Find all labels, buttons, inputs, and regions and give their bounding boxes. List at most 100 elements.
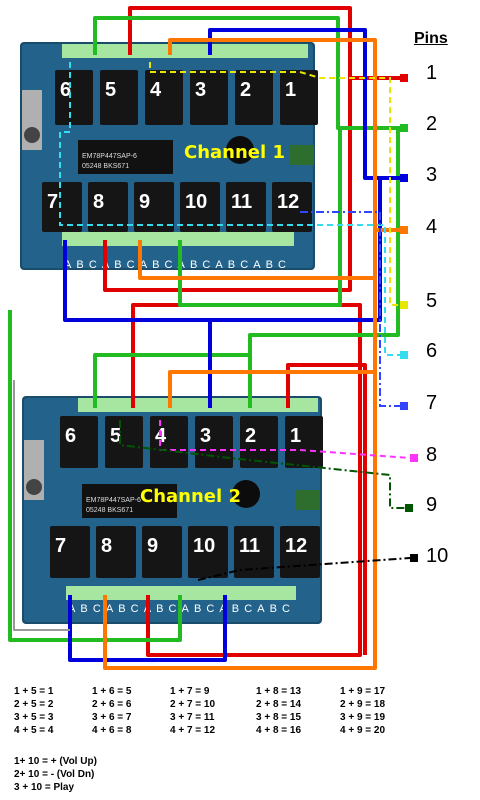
wire-green-b2 — [93, 353, 252, 408]
wire-red-b2b — [146, 303, 362, 657]
relay-number: 2 — [245, 425, 256, 447]
relay — [145, 70, 183, 125]
pin-10-marker — [410, 554, 418, 562]
pin-9-marker — [405, 504, 413, 512]
relay — [105, 416, 143, 468]
formula-cell: 4 + 6 = 8 — [92, 725, 132, 736]
relay-number: 1 — [290, 425, 301, 447]
chip-code-2: 05248 BKS671 — [86, 507, 133, 514]
legend-line: 1+ 10 = + (Vol Up) — [14, 756, 97, 767]
formula-cell: 4 + 8 = 16 — [256, 725, 302, 736]
pins-title: Pins — [414, 30, 448, 47]
pin-label-6: 6 — [426, 340, 438, 362]
pin-5-marker — [400, 301, 408, 309]
power-terminal-1 — [290, 145, 314, 165]
relay — [234, 526, 274, 578]
relay-number: 2 — [240, 79, 251, 101]
pin-7-marker — [400, 402, 408, 410]
relay-number: 4 — [150, 79, 162, 101]
relay-number: 5 — [105, 79, 116, 101]
buzzer-1 — [226, 136, 254, 164]
formula-cell: 3 + 5 = 3 — [14, 712, 54, 723]
pin-markers — [400, 74, 418, 562]
pin-label-5: 5 — [426, 290, 438, 312]
relay — [285, 416, 323, 468]
dashed-wires — [59, 62, 411, 581]
wire-black-dash — [197, 557, 411, 581]
wire-darkgreen-dash — [119, 420, 405, 509]
pin-4-marker — [400, 226, 408, 234]
relay — [142, 526, 182, 578]
relay-number: 11 — [231, 191, 252, 213]
relay — [195, 416, 233, 468]
power-terminal-2 — [296, 490, 320, 510]
wires — [8, 6, 400, 670]
relay — [55, 70, 93, 125]
wire-orange-b1 — [138, 240, 375, 280]
pin-1-marker — [400, 74, 408, 82]
relay — [50, 526, 90, 578]
relay — [150, 416, 188, 468]
chip-label-2: EM78P447SAP-6 — [86, 497, 141, 504]
relay-number: 1 — [285, 79, 296, 101]
buzzer-2 — [232, 480, 260, 508]
relay — [88, 182, 128, 232]
chip-label-1: EM78P447SAP-6 — [82, 153, 137, 160]
relay — [280, 70, 318, 125]
formula-cell: 1 + 6 = 5 — [92, 686, 132, 697]
formula-cell: 3 + 9 = 19 — [340, 712, 386, 723]
pin-label-9: 9 — [426, 494, 438, 516]
wire-orange-b2b — [103, 372, 377, 670]
relay — [180, 182, 220, 232]
formula-cell: 4 + 5 = 4 — [14, 725, 54, 736]
bottom-terminal-strip-1 — [62, 232, 294, 246]
formula-cell: 1 + 7 = 9 — [170, 686, 210, 697]
relay-number: 8 — [93, 191, 104, 213]
wire-red-b2c — [286, 363, 367, 655]
legend-line: 2+ 10 = - (Vol Dn) — [14, 769, 95, 780]
relay — [42, 182, 82, 232]
formula-cell: 4 + 7 = 12 — [170, 725, 216, 736]
formula-cell: 3 + 8 = 15 — [256, 712, 302, 723]
top-terminal-strip-2 — [78, 398, 318, 412]
formula-cell: 2 + 7 = 10 — [170, 699, 216, 710]
bottom-terminal-strip-2 — [66, 586, 296, 600]
relay — [60, 416, 98, 468]
relay-number: 7 — [47, 191, 58, 213]
relay — [100, 70, 138, 125]
pin-8-marker — [410, 454, 418, 462]
wire-yellow-dash — [149, 62, 400, 306]
relay-number: 5 — [110, 425, 121, 447]
wire-orange-top — [168, 38, 400, 232]
wire-blue-dash — [300, 211, 400, 407]
relay-number: 3 — [200, 425, 211, 447]
pin-label-3: 3 — [426, 164, 438, 186]
relay — [190, 70, 228, 125]
relay — [134, 182, 174, 232]
wire-cyan-dash — [59, 62, 400, 356]
relay-row-top-1: 6 5 4 3 2 1 — [55, 70, 318, 125]
formula-cell: 2 + 9 = 18 — [340, 699, 386, 710]
relay-number: 9 — [139, 191, 150, 213]
pin-label-1: 1 — [426, 62, 438, 84]
relay-number: 7 — [55, 535, 66, 557]
relay — [96, 526, 136, 578]
wire-green-outer — [8, 310, 182, 642]
formula-cell: 2 + 5 = 2 — [14, 699, 54, 710]
formula-cell: 1 + 8 = 13 — [256, 686, 302, 697]
formula-cell: 2 + 8 = 14 — [256, 699, 302, 710]
formula-cell: 2 + 6 = 6 — [92, 699, 132, 710]
formula-cell: 1 + 5 = 1 — [14, 686, 54, 697]
formula-cell: 3 + 6 = 7 — [92, 712, 132, 723]
relay-number: 6 — [60, 79, 71, 101]
pin-6-marker — [400, 351, 408, 359]
relay-number: 9 — [147, 535, 158, 557]
pin-2-marker — [400, 124, 408, 132]
relay-number: 3 — [195, 79, 206, 101]
relay-number: 12 — [285, 535, 307, 557]
relay-number: 10 — [185, 191, 207, 213]
top-terminal-strip-1 — [62, 44, 308, 58]
